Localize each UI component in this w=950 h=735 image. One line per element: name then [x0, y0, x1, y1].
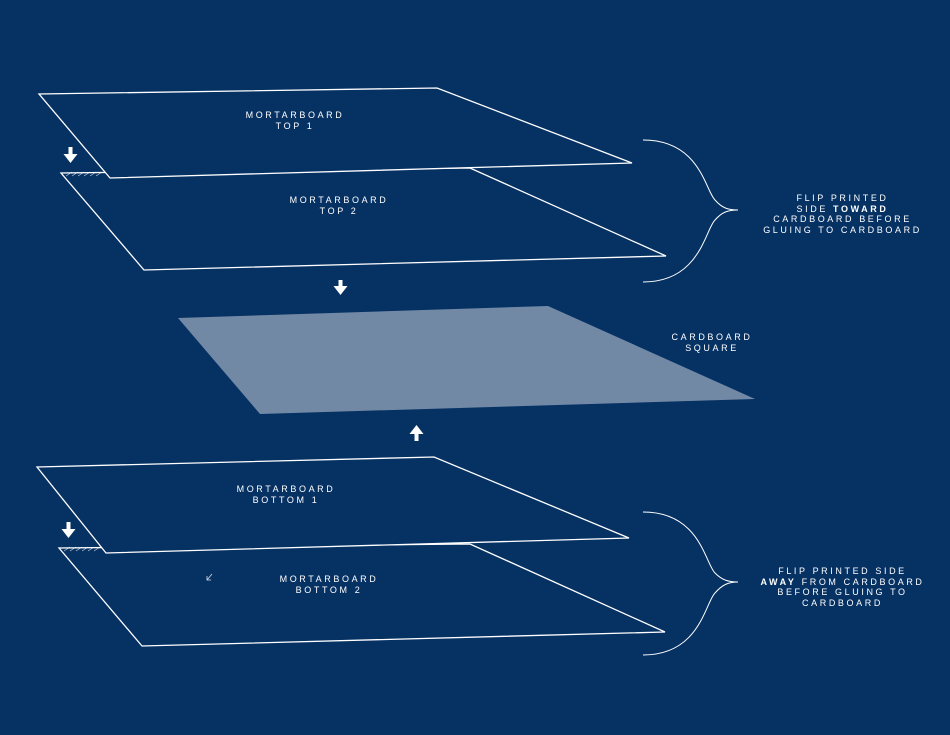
glue-tab-bottom — [63, 546, 101, 552]
arrow-down-icon — [333, 280, 348, 295]
sheet-bottom-2-outline — [57, 543, 666, 647]
sheet-top-2-outline — [59, 167, 667, 271]
curly-brace-icon — [642, 139, 739, 283]
arrow-up-icon — [409, 425, 424, 441]
sheet-bottom-1-outline — [35, 456, 630, 554]
label-top-1: MORTARBOARD TOP 1 — [245, 110, 345, 131]
glue-tab-top — [65, 171, 103, 177]
diagonal-arrow-icon — [206, 573, 213, 581]
label-bottom-2: MORTARBOARD BOTTOM 2 — [279, 574, 379, 595]
note-flip-toward: FLIP PRINTED SIDE TOWARD CARDBOARD BEFOR… — [763, 193, 922, 235]
label-top-2: MORTARBOARD TOP 2 — [289, 195, 389, 216]
note-flip-away: FLIP PRINTED SIDE AWAY FROM CARDBOARD BE… — [760, 566, 925, 608]
arrow-down-icon — [63, 147, 78, 163]
cardboard-square-shape — [178, 306, 755, 414]
arrow-down-icon — [61, 522, 76, 538]
curly-brace-icon — [642, 511, 739, 656]
sheet-top-1-outline — [37, 87, 633, 179]
label-bottom-1: MORTARBOARD BOTTOM 1 — [236, 484, 336, 505]
label-cardboard-square: CARDBOARD SQUARE — [671, 332, 753, 353]
